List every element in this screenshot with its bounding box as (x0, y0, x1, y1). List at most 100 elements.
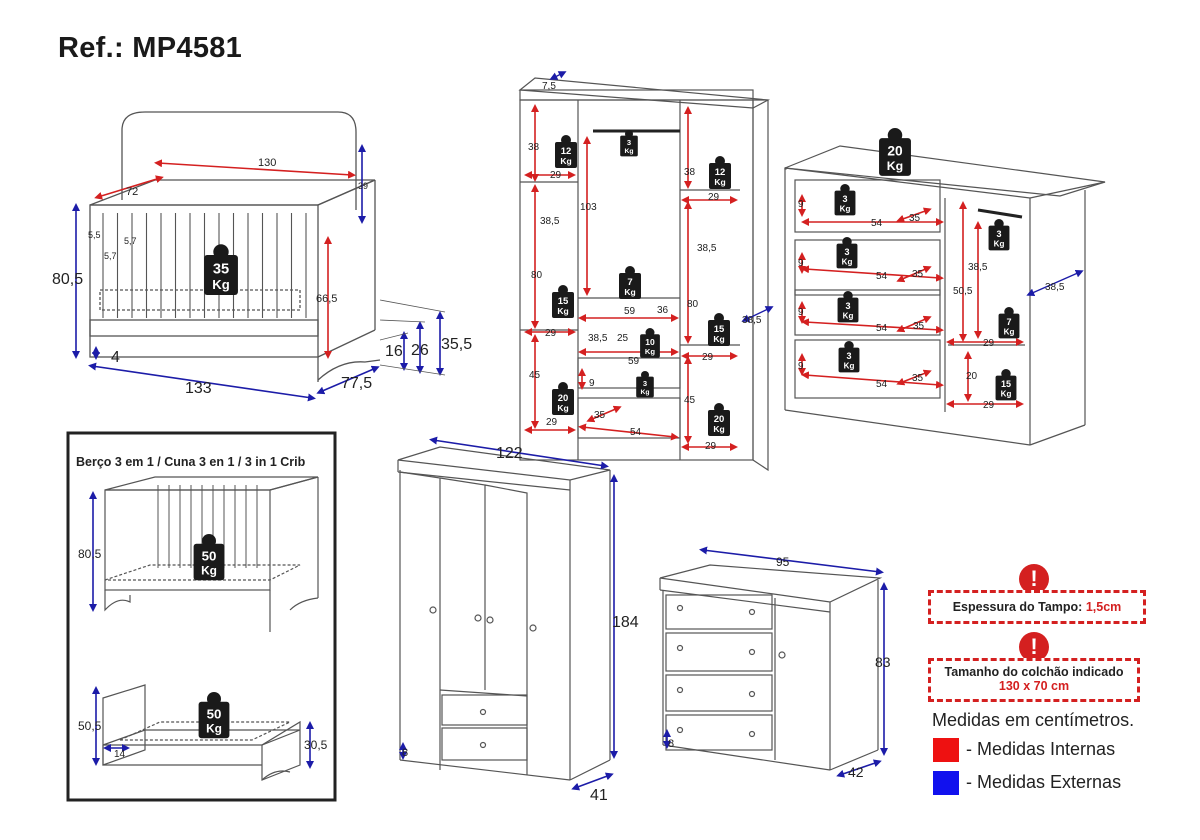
weight-value: 20 (714, 414, 725, 425)
dresser-interior-measure: 29 (983, 400, 995, 411)
wardrobe-interior-measure: 29 (545, 328, 557, 339)
wardrobe-interior-measure: 45 (529, 370, 541, 381)
weight-unit: Kg (844, 362, 855, 371)
crib-h16-label: 16 (385, 343, 403, 360)
wardrobe-interior-measure: 9 (589, 378, 595, 389)
mattress-value: 130 x 70 cm (998, 679, 1070, 693)
units-note: Medidas em centímetros. (932, 710, 1135, 730)
weight-value: 7 (627, 277, 632, 288)
conversion-title: Berço 3 em 1 / Cuna 3 en 1 / 3 in 1 Crib (76, 455, 306, 469)
toddler-sofa-drawing (104, 476, 319, 632)
wardrobe-foot-label: 8 (402, 747, 408, 759)
crib-dimension-guides (379, 299, 446, 376)
dresser-interior-measure: 38,5 (1045, 282, 1065, 293)
wardrobe-interior-measure: 103 (580, 202, 597, 213)
wardrobe-interior-extra-dimensions (549, 71, 774, 322)
weight-unit: Kg (201, 564, 217, 578)
wardrobe-interior-measure: 38,5 (742, 315, 762, 326)
wardrobe-interior-measure: 80 (531, 270, 543, 281)
weight-value: 20 (558, 393, 569, 404)
weight-unit: Kg (1004, 328, 1015, 337)
warning-icon: ! (1019, 564, 1049, 594)
weight-value: 12 (715, 167, 726, 178)
weight-unit: Kg (624, 287, 635, 297)
wardrobe-interior-measure: 38,5 (540, 216, 560, 227)
conversion-box (66, 431, 337, 802)
wardrobe-interior-measure: 35 (594, 410, 606, 421)
crib-inner-height-label: 66,5 (316, 293, 337, 305)
dresser-interior-measure: 29 (983, 338, 995, 349)
dresser-interior-measure: 9 (798, 361, 804, 372)
crib-h35-label: 35,5 (441, 336, 472, 353)
dresser-interior-measure: 9 (798, 199, 804, 210)
side-weight-icon: 7Kg (998, 307, 1020, 339)
crib-depth-label: 77,5 (341, 375, 372, 392)
dresser-interior-measure: 20 (966, 371, 978, 382)
dresser-exterior-labels: 95 83 42 8 (668, 555, 891, 780)
wardrobe-interior-measure: 36 (657, 305, 669, 316)
dresser-interior-measure: 54 (871, 218, 883, 229)
wardrobe-interior-measure: 59 (624, 306, 636, 317)
wardrobe-interior-measure: 29 (705, 441, 717, 452)
weight-value: 3 (643, 379, 647, 388)
weight-unit: Kg (842, 258, 853, 267)
weight-unit: Kg (624, 148, 633, 155)
weight-unit: Kg (206, 722, 222, 736)
dresser-interior-measure: 54 (876, 271, 888, 282)
thickness-value: 1,5cm (1085, 600, 1122, 614)
drawer-weight-icon: 3Kg (834, 184, 856, 216)
weight-unit: Kg (560, 156, 571, 166)
weight-value: 50 (202, 549, 217, 564)
drawer-weight-icon: 3Kg (836, 237, 858, 269)
wardrobe-interior-measure: 25 (617, 333, 629, 344)
wardrobe-weight-icon: 3Kg (636, 371, 654, 398)
dresser-interior-measure: 9 (798, 307, 804, 318)
weight-value: 3 (846, 351, 851, 361)
crib-top-depth-label: 72 (126, 186, 138, 198)
crib-drawing (89, 111, 381, 382)
external-legend-label: - Medidas Externas (966, 772, 1122, 792)
dresser-interior-measure: 38,5 (968, 262, 988, 273)
wardrobe-height-label: 184 (612, 614, 639, 631)
crib-dimension-labels: 130 72 39 66,5 5,5 5,7 5,7 (88, 157, 368, 305)
weight-unit: Kg (713, 424, 724, 434)
wardrobe-width-label: 122 (496, 445, 523, 462)
weight-value: 35 (213, 261, 229, 277)
dresser-interior-measure: 35 (912, 269, 924, 280)
sofa-height-label: 80,5 (78, 547, 102, 561)
dresser-interior-measure: 35 (913, 321, 925, 332)
dresser-foot-label: 8 (668, 738, 674, 750)
wardrobe-interior-measure: 59 (628, 356, 640, 367)
weight-unit: Kg (843, 312, 854, 321)
weight-value: 7 (1006, 317, 1011, 327)
thickness-label: Espessura do Tampo: (952, 600, 1083, 614)
internal-swatch (933, 738, 959, 762)
dresser-interior-measure: 50,5 (953, 286, 973, 297)
dresser-interior-dimensions (798, 194, 1024, 408)
weight-value: 3 (996, 229, 1001, 239)
wardrobe-interior-measure: 38,5 (697, 243, 717, 254)
weight-unit: Kg (713, 334, 724, 344)
crib-base-label: 4 (111, 349, 120, 366)
dresser-exterior-dimensions (663, 546, 888, 778)
bed-base-label: 14 (114, 749, 126, 760)
crib-external-labels: 80,5 133 77,5 16 26 35,5 4 (52, 271, 472, 397)
weight-unit: Kg (840, 205, 851, 214)
